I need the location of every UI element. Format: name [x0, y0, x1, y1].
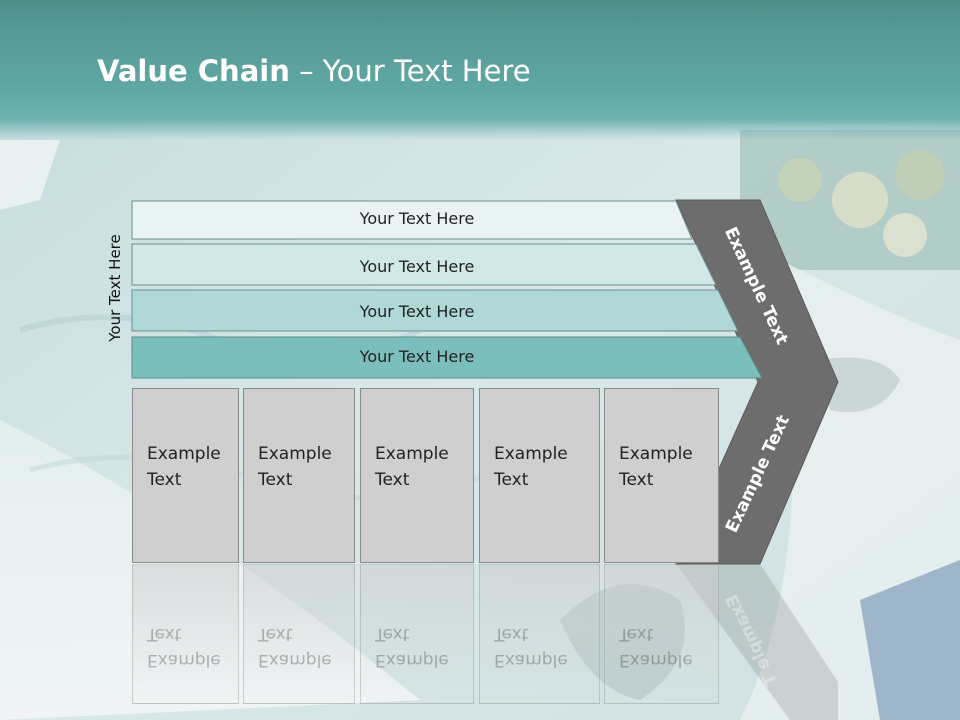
reflection-text: Example Text — [494, 621, 568, 673]
box-line2: Text — [494, 470, 529, 490]
reflection-text: Example Text — [147, 621, 221, 673]
box-line1: Example — [375, 444, 449, 464]
box-line2: Text — [258, 470, 293, 490]
reflection-text: Example Text — [375, 621, 449, 673]
box-line1: Example — [147, 444, 221, 464]
refl-line1: Example — [619, 650, 693, 670]
row-band-1 — [131, 200, 693, 240]
box-reflection-2: Example Text — [243, 564, 355, 704]
reflection-text: Example Text — [619, 621, 693, 673]
refl-line2: Text — [147, 624, 182, 644]
row-band-2 — [131, 243, 717, 286]
row-label-2: Your Text Here — [359, 257, 475, 276]
box-line1: Example — [619, 444, 693, 464]
box-line1: Example — [258, 444, 332, 464]
title-rest: – Your Text Here — [289, 54, 531, 88]
refl-line1: Example — [375, 650, 449, 670]
row-band-3 — [131, 289, 739, 332]
box-reflection-5: Example Text — [604, 564, 719, 704]
refl-line2: Text — [619, 624, 654, 644]
row-label-1: Your Text Here — [359, 209, 475, 228]
chevron-arrow — [675, 199, 839, 565]
box-line2: Text — [619, 470, 654, 490]
row-band-4 — [131, 336, 763, 379]
box-line2: Text — [375, 470, 410, 490]
refl-line2: Text — [375, 624, 410, 644]
row-label-4: Your Text Here — [359, 347, 475, 366]
reflection-text: Example Text — [258, 621, 332, 673]
title-band — [0, 0, 960, 140]
page-title: Value Chain – Your Text Here — [97, 54, 531, 88]
refl-line1: Example — [258, 650, 332, 670]
box-line1: Example — [494, 444, 568, 464]
row-label-3: Your Text Here — [359, 302, 475, 321]
box-line2: Text — [147, 470, 182, 490]
box-reflection-3: Example Text — [360, 564, 474, 704]
refl-line1: Example — [494, 650, 568, 670]
box-reflection-4: Example Text — [479, 564, 600, 704]
refl-line2: Text — [494, 624, 529, 644]
title-bold: Value Chain — [97, 54, 290, 88]
box-reflection-1: Example Text — [132, 564, 239, 704]
refl-line1: Example — [147, 650, 221, 670]
refl-line2: Text — [258, 624, 293, 644]
